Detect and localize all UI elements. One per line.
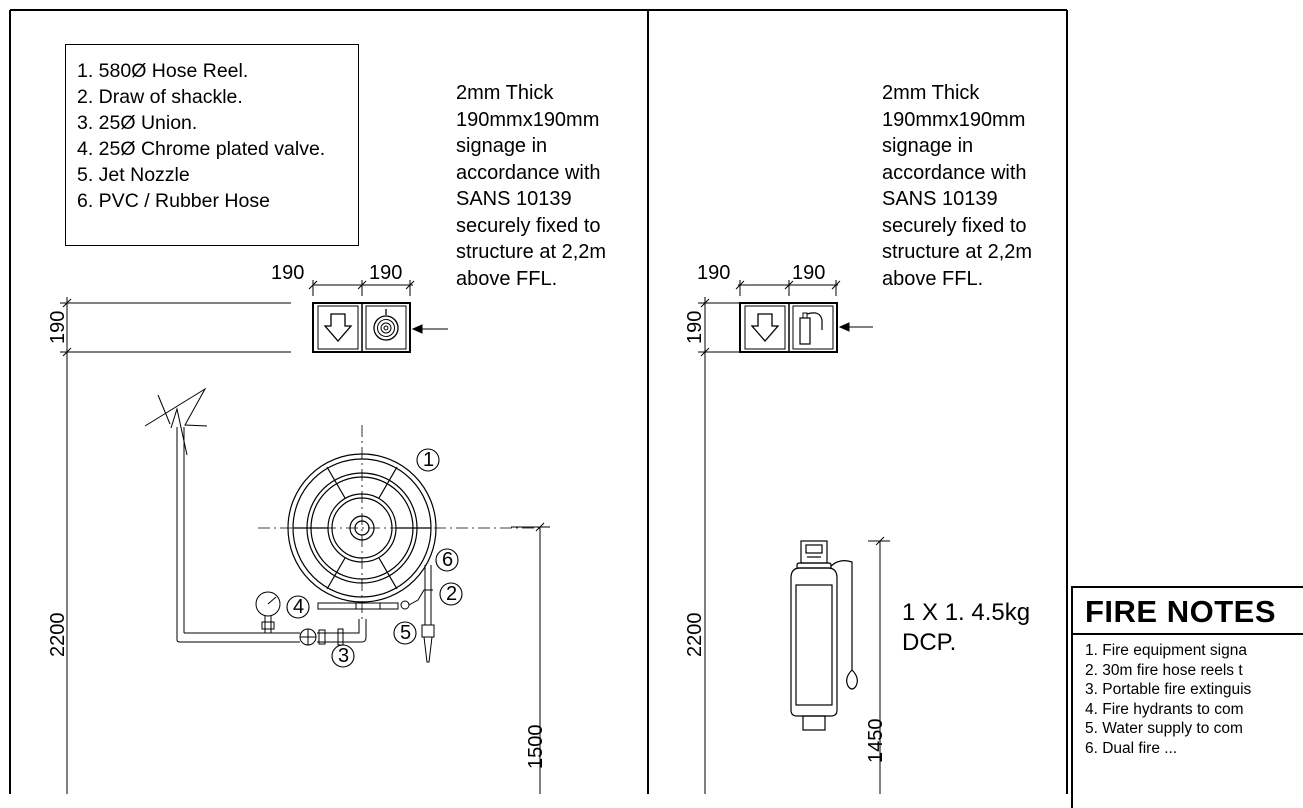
legend-item: 5. Jet Nozzle [77, 164, 190, 186]
hose-and-nozzle [400, 565, 435, 663]
signage-note-right: 2mm Thick 190mmx190mm signage in accorda… [882, 82, 1033, 290]
left-dimensions [60, 280, 550, 794]
callout-4: 4 [293, 596, 305, 618]
legend-item: 4. 25Ø Chrome plated valve. [77, 138, 326, 160]
gauge-and-valve [255, 591, 399, 646]
callout-5: 5 [400, 622, 412, 644]
fire-extinguisher-drawing [790, 540, 858, 731]
fire-notes-panel: FIRE NOTES 1. Fire equipment signa 2. 30… [1071, 586, 1303, 808]
callout-1: 1 [423, 449, 435, 471]
dim-width-2-right: 190 [792, 262, 826, 284]
fire-note-item: 5. Water supply to com [1085, 720, 1243, 737]
fire-note-item: 3. Portable fire extinguis [1085, 681, 1252, 698]
dim-height-reel: 1500 [525, 724, 547, 770]
extinguisher-sign [739, 302, 873, 353]
fire-notes-title: FIRE NOTES [1085, 594, 1277, 629]
hose-reel-drum [258, 425, 540, 620]
water-pipe [144, 387, 367, 643]
callout-circles [286, 448, 463, 668]
hose-reel-sign [312, 302, 448, 353]
dim-height-total: 2200 [47, 612, 69, 658]
fire-note-item: 6. Dual fire ... [1085, 739, 1178, 757]
hose-reel-legend: 1. 580Ø Hose Reel. 2. Draw of shackle. 3… [65, 44, 359, 246]
legend-item: 1. 580Ø Hose Reel. [77, 60, 249, 82]
extinguisher-label: 1 X 1. 4.5kg DCP. [902, 599, 1031, 656]
dim-width-1-right: 190 [697, 262, 731, 284]
callout-3: 3 [338, 645, 350, 667]
fire-note-item: 2. 30m fire hose reels t [1085, 661, 1243, 679]
fire-notes-divider [1073, 633, 1303, 635]
sheet-frame [9, 9, 1068, 794]
legend-item: 6. PVC / Rubber Hose [77, 190, 270, 212]
dim-width-1: 190 [271, 262, 305, 284]
fire-note-item: 4. Fire hydrants to com [1085, 700, 1244, 718]
callout-2: 2 [446, 583, 458, 605]
signage-note-left: 2mm Thick 190mmx190mm signage in accorda… [456, 82, 607, 290]
legend-item: 3. 25Ø Union. [77, 112, 198, 134]
dim-height-total-right: 2200 [684, 612, 706, 658]
fire-note-item: 1. Fire equipment signa [1085, 642, 1247, 659]
right-dimensions [698, 280, 890, 794]
dim-height-extinguisher: 1450 [865, 718, 887, 764]
callout-6: 6 [442, 549, 454, 571]
dim-height-sign: 190 [47, 310, 69, 344]
dim-height-sign-right: 190 [684, 310, 706, 344]
dim-width-2: 190 [369, 262, 403, 284]
legend-item: 2. Draw of shackle. [77, 86, 243, 108]
